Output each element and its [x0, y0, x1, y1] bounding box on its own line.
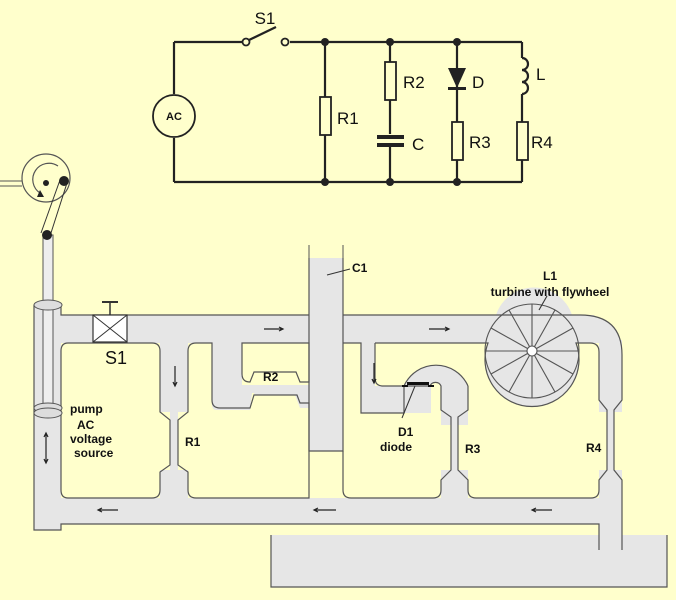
resistor-r4-hyd-label: R4	[586, 441, 602, 455]
junction-dots	[321, 38, 461, 186]
arrow-left-2	[312, 507, 336, 513]
pump-mechanism-icon	[0, 153, 71, 419]
pump-label-2: AC	[77, 418, 95, 432]
resistor-r3-label: R3	[469, 133, 491, 152]
resistor-r2-hyd-label: R2	[263, 370, 279, 384]
inductor-l-label: L	[536, 65, 545, 84]
turbine-l1-label-1: L1	[543, 269, 557, 283]
resistor-r3-icon	[451, 121, 464, 161]
hydraulic-analogy: S1 pump AC voltage source R1 R2 C1 D1 di…	[0, 153, 668, 588]
diode-d1-label-1: D1	[398, 425, 414, 439]
inductor-l-icon	[521, 56, 530, 96]
arrow-left-3	[530, 507, 552, 513]
switch-s1-label: S1	[255, 9, 276, 28]
resistor-r1-label: R1	[337, 109, 359, 128]
arrow-down-d1	[371, 363, 377, 385]
resistor-r2-icon	[384, 61, 397, 101]
resistor-r1-icon	[319, 96, 332, 136]
capacitor-c-label: C	[412, 135, 424, 154]
arrow-updown-pump	[43, 431, 49, 465]
capacitor-c-icon	[377, 135, 404, 147]
valve-s1-label: S1	[105, 348, 127, 368]
resistor-r2-label: R2	[403, 73, 425, 92]
diode-d-label: D	[472, 73, 484, 92]
turbine-flywheel-icon	[484, 295, 580, 399]
ac-source-icon: AC	[152, 94, 196, 138]
pump-label-3: voltage	[70, 432, 112, 446]
diode-flap-icon	[401, 382, 434, 419]
diode-d1-label-2: diode	[380, 440, 412, 454]
pipe-outlines	[33, 258, 623, 550]
pump-label-4: source	[74, 446, 114, 460]
resistor-r1-hyd-label: R1	[185, 435, 201, 449]
turbine-l1-label-2: turbine with flywheel	[491, 285, 610, 299]
capacitor-c1-label: C1	[352, 261, 368, 275]
valve-s1-icon	[92, 301, 128, 343]
resistor-r3-hyd-label: R3	[465, 442, 481, 456]
ac-source-label: AC	[166, 111, 182, 123]
pump-label-1: pump	[70, 402, 103, 416]
flow-arrows	[43, 326, 552, 513]
pipe-network	[34, 258, 622, 550]
arrow-right-1	[264, 326, 285, 332]
resistor-r4-icon	[516, 121, 529, 161]
switch-s1-icon	[241, 26, 290, 47]
c1-pointer	[326, 268, 351, 276]
arrow-right-2	[429, 326, 451, 332]
arrow-left-1	[96, 507, 118, 513]
resistor-r4-label: R4	[531, 133, 553, 152]
electrical-circuit: AC S1 R1 R2 C D R3	[152, 9, 553, 186]
arrow-down-r1	[172, 366, 178, 388]
diode-d-icon	[448, 68, 466, 90]
